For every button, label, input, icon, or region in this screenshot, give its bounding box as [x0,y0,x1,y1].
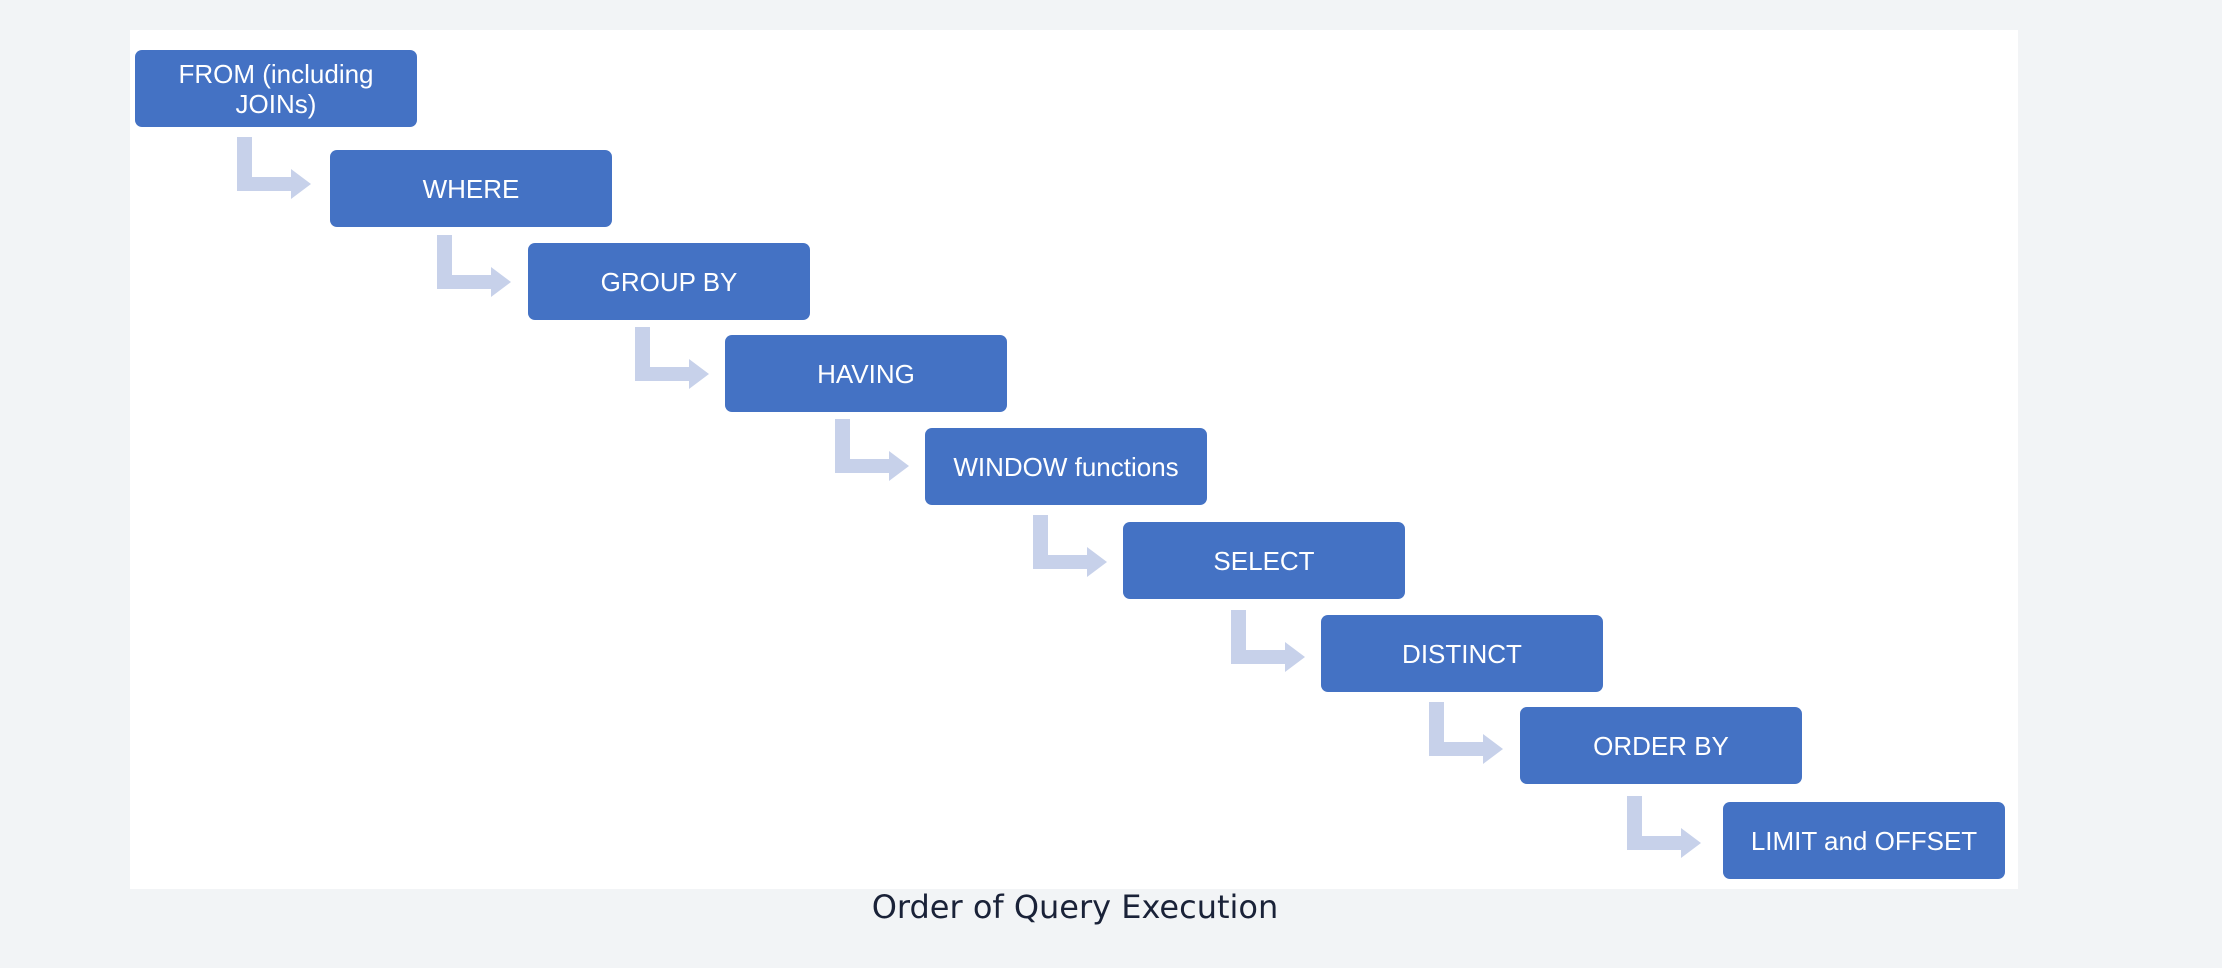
step-limit-offset: LIMIT and OFFSET [1723,802,2005,879]
figure-caption: Order of Query Execution [871,888,1279,926]
step-label-group-by: GROUP BY [600,266,738,297]
step-distinct: DISTINCT [1321,615,1603,692]
step-label-order-by: ORDER BY [1593,730,1729,761]
step-label-limit-offset: LIMIT and OFFSET [1750,825,1978,856]
step-label-window-functions: WINDOW functions [953,451,1179,482]
arrow-select-to-distinct [1231,610,1305,672]
step-select: SELECT [1123,522,1405,599]
arrow-from-to-where [237,137,311,199]
arrow-group-by-to-having [635,327,709,389]
arrow-distinct-to-order-by [1429,702,1503,764]
step-label-where: WHERE [422,173,520,204]
step-label-select: SELECT [1213,545,1315,576]
step-label-distinct: DISTINCT [1402,638,1522,669]
step-where: WHERE [330,150,612,227]
step-label-having: HAVING [817,358,915,389]
arrow-order-by-to-limit [1627,796,1701,858]
arrow-where-to-group-by [437,235,511,297]
query-order-diagram: FROM (including JOINs) WHERE GROUP BY HA… [130,30,2018,889]
step-label-from: FROM (including JOINs) [178,58,374,119]
step-group-by: GROUP BY [528,243,810,320]
arrow-having-to-window [835,419,909,481]
step-order-by: ORDER BY [1520,707,1802,784]
step-window-functions: WINDOW functions [925,428,1207,505]
step-from: FROM (including JOINs) [135,50,417,127]
step-having: HAVING [725,335,1007,412]
arrow-window-to-select [1033,515,1107,577]
